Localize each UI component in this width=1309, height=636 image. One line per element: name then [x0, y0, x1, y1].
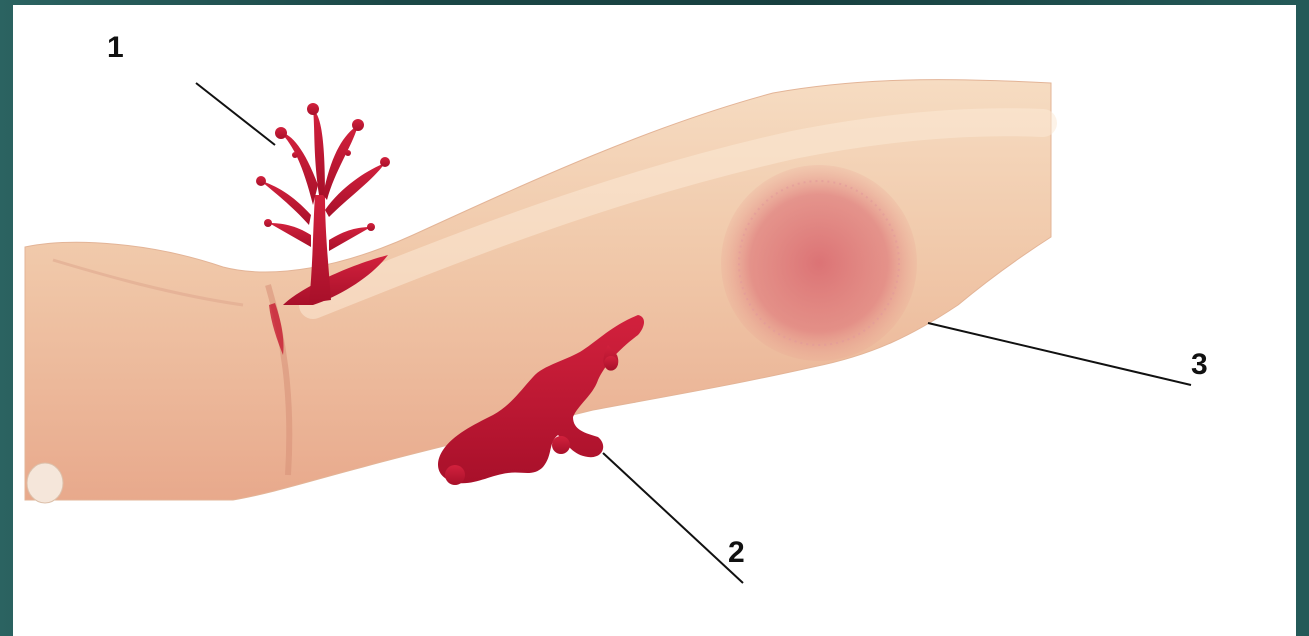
label-1: 1: [107, 33, 124, 63]
arm-illustration: [13, 5, 1296, 636]
leader-line-1: [196, 83, 275, 145]
leader-line-2: [603, 453, 743, 583]
thumb-tip: [27, 463, 63, 503]
diagram-canvas: 1 2 3: [13, 5, 1296, 636]
label-3: 3: [1191, 350, 1208, 380]
bruise-patch: [721, 165, 917, 361]
label-2: 2: [728, 538, 745, 568]
leader-line-3: [928, 323, 1191, 385]
